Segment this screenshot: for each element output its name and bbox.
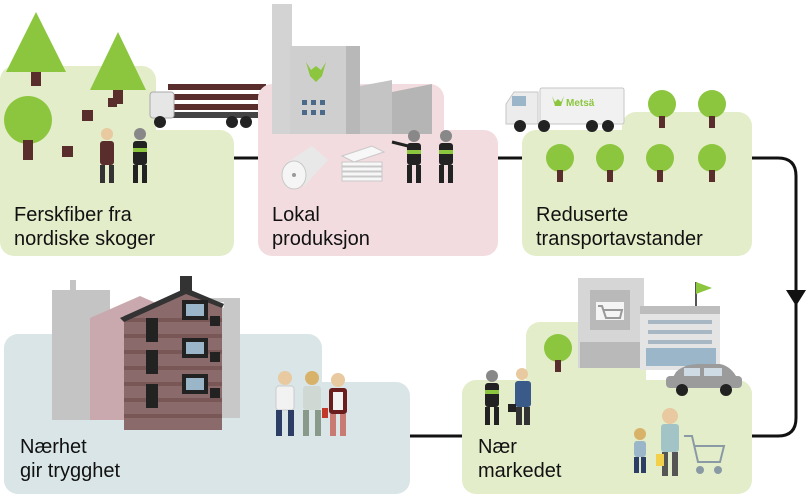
stage-label-line: Nærhet (20, 436, 87, 458)
market-panel (462, 278, 752, 494)
shopping-store-icon (578, 278, 720, 370)
tree-stump-icon (108, 98, 117, 107)
tree-icon (544, 334, 572, 372)
stage-label-line: nordiske skoger (14, 228, 156, 250)
stage-label-line: produksjon (272, 228, 370, 250)
car-icon (666, 364, 742, 396)
stage-label-line: Ferskfiber fra (14, 204, 132, 226)
stage-label-production: Lokal produksjon (272, 203, 370, 251)
tree-row-icon (546, 90, 726, 182)
forest-owner-person-icon (100, 128, 114, 183)
tree-stump-icon (62, 146, 73, 157)
apartment-building-icon (120, 276, 224, 430)
production-panel (258, 4, 498, 256)
shopping-cart-icon (684, 435, 726, 474)
stage-label-line: Lokal (272, 204, 320, 226)
businessman-icon (508, 368, 531, 425)
conifer-tree-icon (90, 32, 146, 104)
transport-panel: Metsä (505, 87, 752, 256)
conifer-tree-icon (6, 12, 66, 86)
housing-panel (4, 276, 410, 494)
stage-label-line: gir trygghet (20, 460, 121, 482)
forestry-worker-icon (133, 128, 147, 183)
stage-label-line: Reduserte (536, 204, 629, 226)
shopper-people-icon (634, 408, 679, 476)
timber-truck-icon (149, 84, 266, 128)
truck-brand: Metsä (566, 98, 595, 109)
delivery-truck-icon: Metsä (505, 87, 625, 132)
paper-stack-icon (340, 145, 386, 182)
forest-panel (0, 12, 234, 256)
stage-label-line: transportavstander (536, 228, 703, 250)
mill-worker-icon (485, 370, 499, 425)
mill-worker-icon (439, 130, 453, 183)
deciduous-tree-icon (4, 96, 52, 160)
stage-label-market: Nær markedet (478, 435, 561, 483)
metsa-logo-icon (306, 62, 326, 82)
family-people-icon (275, 371, 347, 436)
paper-roll-icon (281, 146, 328, 190)
stage-label-transport: Reduserte transportavstander (536, 203, 703, 251)
flow-arrowhead (786, 290, 806, 306)
pulp-mill-icon (272, 4, 432, 134)
stage-label-line: markedet (478, 460, 562, 482)
stage-label-forest: Ferskfiber fra nordiske skoger (14, 203, 155, 251)
mill-worker-icon (391, 130, 421, 183)
stage-label-housing: Nærhet gir trygghet (20, 435, 120, 483)
stage-label-line: Nær (478, 436, 517, 458)
tree-stump-icon (82, 110, 93, 121)
